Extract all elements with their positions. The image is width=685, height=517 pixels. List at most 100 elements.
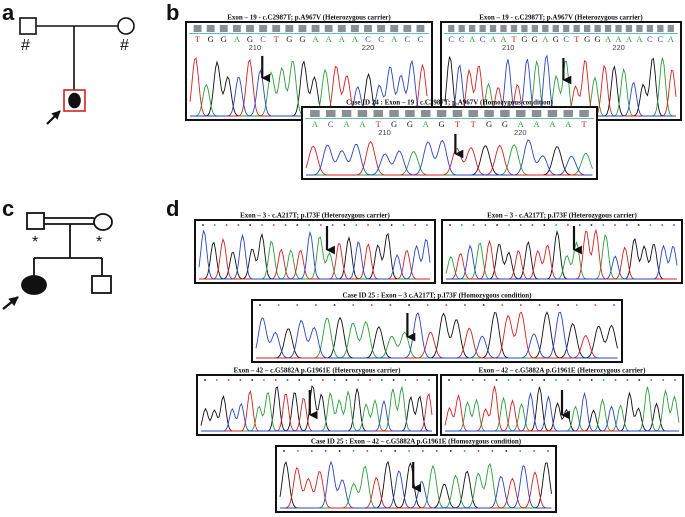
d-e42-het2-base-dot	[483, 379, 486, 381]
d-e3-het2-base-dot	[649, 224, 652, 226]
b-het2-quality-bar	[646, 25, 653, 32]
d-e42-hom-base-dot	[352, 450, 355, 452]
d-e42-hom-base-dot	[296, 450, 299, 452]
pedigree-a-mother-mark: #	[120, 37, 129, 54]
b-het1-base: C	[404, 34, 410, 44]
d-e3-het2-base-dot	[590, 224, 593, 226]
b-hom-title: Case ID 24 : Exon – 19 - c.C2987T; p.A96…	[346, 99, 553, 107]
b-het1-position-label: 210	[249, 43, 262, 52]
b-hom-quality-bar	[436, 110, 447, 117]
pedigree-a	[19, 17, 135, 125]
d-e3-het2-base-dot	[673, 224, 675, 226]
b-het2-quality-bar	[636, 25, 643, 32]
d-e3-hom-base-dot	[557, 304, 560, 306]
d-e3-het2-base-dot	[472, 224, 475, 226]
b-het2-quality-bar	[458, 25, 465, 32]
d-e3-hom-base-dot	[408, 304, 410, 306]
b-het2-quality-bar	[469, 25, 476, 32]
d-e42-het2-trace-3	[445, 391, 679, 432]
b-het2-base: A	[668, 34, 675, 44]
b-het1-base: C	[365, 34, 371, 44]
b-hom-base: C	[328, 119, 334, 129]
b-hom-quality-bar	[452, 110, 463, 117]
b-het1-quality-bar	[416, 25, 425, 32]
b-het1-base: G	[221, 34, 227, 44]
pedigree-a-proband-arrow	[46, 110, 61, 125]
b-het1-quality-bar	[259, 25, 268, 32]
b-het2-quality-bar	[563, 25, 570, 32]
d-e42-het1-base-dot	[416, 379, 419, 381]
b-het1-quality-bar	[337, 25, 346, 32]
d-e42-het2-base-dot	[602, 379, 605, 381]
b-het2-quality-bar	[584, 25, 591, 32]
d-e3-het1-base-dot	[390, 224, 393, 226]
b-het1-base: T	[274, 34, 280, 44]
b-het1-title: Exon – 19 - c.C2987T; p.A967V (Heterozyg…	[227, 14, 391, 22]
b-het1-quality-bar	[193, 25, 202, 32]
d-e3-het1-base-dot	[296, 224, 299, 226]
b-het2-quality-bar	[510, 25, 518, 32]
b-het1-quality-bar	[390, 25, 399, 32]
pedigree-c	[2, 212, 113, 310]
d-e42-het2-base-dot	[662, 379, 665, 381]
d-e42-hom-base-dot	[463, 450, 466, 452]
d-e3-hom-base-dot	[296, 304, 299, 306]
b-het2-base: T	[574, 34, 580, 44]
d-e3-het2-base-dot	[543, 224, 546, 226]
b-het2-base: C	[448, 34, 454, 44]
b-het1-quality-bar	[364, 25, 372, 32]
pedigree-a-father	[19, 17, 37, 35]
d-e3-het2-base-dot	[661, 224, 664, 226]
d-e42-het1-base-dot	[369, 379, 371, 381]
b-het2-base: A	[490, 34, 497, 44]
d-e3-het2-base-dot	[637, 224, 640, 226]
d-e42-het1-base-dot	[392, 379, 395, 381]
d-e42-het1-base-dot	[251, 379, 254, 381]
b-het2-quality-bar	[657, 25, 664, 32]
d-e42-het1-base-dot	[215, 379, 218, 381]
b-hom-base: G	[502, 119, 508, 129]
b-hom-quality-bar	[500, 110, 510, 117]
d-e3-het2-base-dot	[614, 224, 616, 226]
b-hom-base: A	[534, 119, 541, 129]
d-e3-het2-base-dot	[460, 224, 463, 226]
d-e42-hom-base-dot	[394, 450, 397, 452]
b-hom-quality-bar	[389, 110, 399, 117]
b-het2-base: G	[521, 34, 527, 44]
b-het1-position-label: 220	[362, 43, 375, 52]
b-het1-quality-bar	[350, 25, 359, 32]
b-hom-quality-bar	[421, 110, 431, 117]
d-e3-het2-title: Exon – 3 - c.A217T; p.I73F (Heterozygous…	[487, 212, 637, 220]
d-e42-het2-base-dot	[471, 379, 474, 381]
b-hom-base: A	[549, 119, 556, 129]
d-e3-het1-base-dot	[249, 224, 252, 226]
d-e3-hom-base-dot	[575, 304, 578, 306]
b-het2-base: G	[584, 34, 590, 44]
d-e3-hom-base-dot	[352, 304, 355, 306]
d-e3-het2-base-dot	[519, 224, 522, 226]
d-e42-het1-base-dot	[310, 379, 313, 381]
d-e3-het2-base-dot	[449, 224, 451, 226]
b-het1-base: C	[260, 34, 266, 44]
d-e42-het1-base-dot	[357, 379, 360, 381]
d-e42-hom-base-dot	[435, 450, 438, 452]
b-het1-quality-bar	[232, 25, 241, 32]
d-e3-het1-base-dot	[272, 224, 275, 226]
d-e42-het1-trace-3	[201, 399, 432, 432]
b-hom-trace-3	[306, 139, 593, 176]
b-het1-quality-bar	[298, 25, 307, 32]
b-hom-quality-bar	[341, 110, 352, 117]
d-e3-hom-base-dot	[482, 304, 485, 306]
b-het2-title: Exon – 19 - c.C2987T; p.A967V (Heterozyg…	[479, 14, 643, 22]
d-e3-het2-base-dot	[531, 224, 534, 226]
d-e3-het1-frame	[194, 219, 436, 284]
d-e42-het1-base-dot	[286, 379, 289, 381]
d-e3-het1-base-dot	[367, 224, 369, 226]
b-hom-quality-bar	[484, 110, 494, 117]
d-e42-hom-base-dot	[422, 450, 424, 452]
d-e42-het1-base-dot	[239, 379, 242, 381]
b-het2-base: T	[511, 34, 517, 44]
d-e42-hom-base-dot	[380, 450, 383, 452]
d-e42-hom-base-dot	[519, 450, 522, 452]
d-e3-het1-base-dot	[378, 224, 381, 226]
